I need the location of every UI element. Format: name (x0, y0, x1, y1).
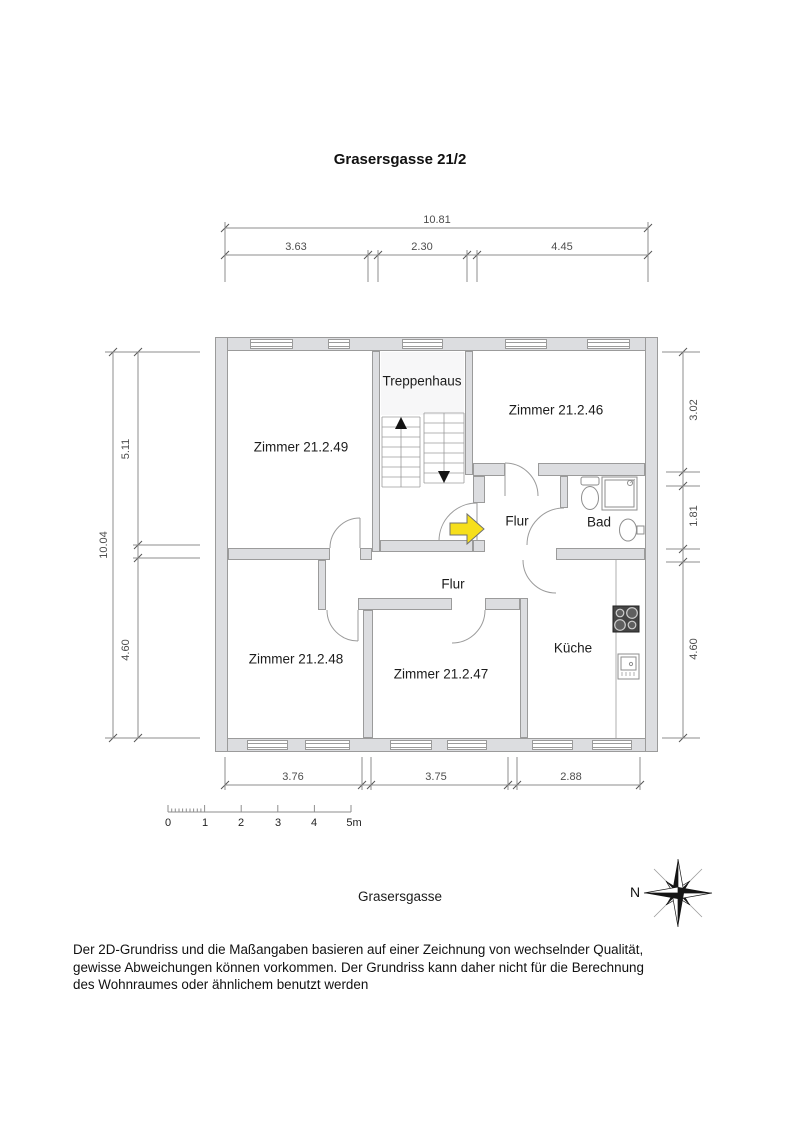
window (505, 339, 547, 349)
bath-fixtures (580, 476, 645, 542)
room-label-flur: Flur (441, 576, 465, 592)
entrance-arrow (449, 512, 485, 546)
room-label-bad: Bad (586, 514, 612, 530)
wall (520, 598, 528, 738)
window (402, 339, 443, 349)
wall (473, 540, 485, 552)
wall (485, 598, 520, 610)
scale-label-0: 0 (164, 817, 172, 829)
room-label-zimmer-21-2-46: Zimmer 21.2.46 (508, 402, 604, 418)
kitchen-sink-icon (620, 656, 637, 671)
toilet-icon (580, 476, 600, 486)
wall (360, 548, 372, 560)
dim-top-total: 10.81 (423, 214, 451, 226)
dim-right-1: 3.02 (688, 399, 700, 421)
dim-left-2: 4.60 (120, 639, 132, 661)
wall (363, 610, 373, 738)
dim-bottom-2: 3.75 (425, 771, 447, 783)
wall (358, 598, 452, 610)
disclaimer-line: des Wohnraumes oder ähnlichem benutzt we… (73, 977, 369, 993)
room-label-zimmer-21-2-49: Zimmer 21.2.49 (253, 439, 349, 455)
dim-top-1: 3.63 (285, 241, 307, 253)
wall (372, 351, 380, 552)
window (305, 740, 350, 750)
dim-right-2: 1.81 (688, 505, 700, 527)
wall-outer-left (215, 337, 228, 752)
dim-left-1: 5.11 (120, 438, 132, 460)
scale-bar (167, 805, 352, 813)
window (587, 339, 630, 349)
stairwell-area (381, 352, 464, 415)
stairs-down-arrow-icon (438, 471, 450, 483)
scale-label-3: 3 (274, 817, 282, 829)
wall (465, 351, 473, 475)
dim-left-total: 10.04 (98, 531, 110, 559)
scale-label-2: 2 (237, 817, 245, 829)
dim-right-3: 4.60 (688, 638, 700, 660)
room-label-treppenhaus: Treppenhaus (382, 373, 462, 389)
window (328, 339, 350, 349)
window (250, 339, 293, 349)
north-compass (643, 858, 713, 928)
wall (538, 463, 645, 476)
disclaimer: Der 2D-Grundriss und die Maßangaben basi… (73, 941, 644, 994)
wall (228, 548, 330, 560)
window (592, 740, 632, 750)
wall (556, 548, 645, 560)
kitchen-fixtures (612, 560, 640, 738)
room-label-flur-ost: Flur (505, 513, 529, 529)
bath-sink-tap-icon (636, 525, 645, 535)
street-label: Grasersgasse (357, 889, 443, 904)
scale-label-1: 1 (201, 817, 209, 829)
dim-bottom-1: 3.76 (282, 771, 304, 783)
dim-bottom-3: 2.88 (560, 771, 582, 783)
window (532, 740, 573, 750)
wall (380, 540, 473, 552)
door-arcs (326, 462, 565, 644)
scale-label-4: 4 (310, 817, 318, 829)
dimension-lines (105, 222, 700, 790)
staircase (381, 412, 465, 488)
disclaimer-line: Der 2D-Grundriss und die Maßangaben basi… (73, 942, 644, 957)
room-label-zimmer-21-2-47: Zimmer 21.2.47 (393, 666, 489, 682)
room-label-zimmer-21-2-48: Zimmer 21.2.48 (248, 651, 344, 667)
page-title: Grasersgasse 21/2 (333, 151, 467, 168)
disclaimer-line: gewisse Abweichungen können vorkommen. D… (73, 959, 644, 975)
window (390, 740, 432, 750)
bath-sink-icon (619, 518, 637, 542)
compass-north-label: N (630, 884, 641, 900)
stairs-up-arrow-icon (395, 417, 407, 429)
dim-top-3: 4.45 (551, 241, 573, 253)
toilet-icon (581, 486, 599, 510)
window (447, 740, 487, 750)
window (247, 740, 288, 750)
dim-top-2: 2.30 (411, 241, 433, 253)
wall-outer-right (645, 337, 658, 752)
wall (473, 476, 485, 503)
scale-label-5m: 5m (346, 817, 362, 829)
room-label-kueche: Küche (553, 640, 593, 656)
wall (318, 560, 326, 610)
